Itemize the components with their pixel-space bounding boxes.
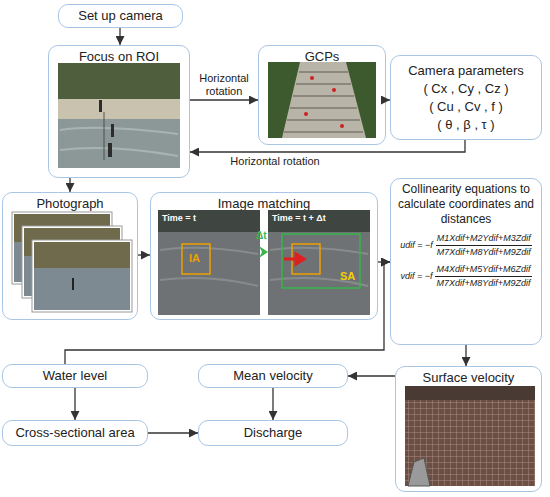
displacement-arrow [284,254,304,264]
photo-frame [158,210,260,315]
stair-edge [284,72,363,132]
process-box: Cross-sectional area [2,420,148,446]
flow-arrow [138,254,150,255]
node-title: Surface velocity [423,370,515,386]
photo-box: Image matching [150,192,378,320]
parameter-box: Camera parameters ( Cx , Cy , Cz ) ( Cu , … [390,55,542,140]
survey-pole [104,112,105,160]
gcp-marker [304,112,308,116]
photo-frame [58,63,180,168]
rock-bank [58,99,180,119]
photo-frame [22,226,122,298]
river-photo [58,63,180,168]
tree-band [34,242,130,268]
river-water [34,268,130,310]
search-area [282,234,360,288]
node-title: GCPs [305,49,340,65]
flow-arrow [386,99,390,100]
flow-arrow [148,432,198,433]
person-figure [111,124,114,137]
photo-frame [32,240,132,312]
equation-fraction: M1Xdif+M2Ydif+M3ZdifM7Xdif+M8Ydif+M9Zdif [436,233,532,258]
equation-numerator: M4Xdif+M5Ydif+M6Zdif [435,264,531,277]
matching-images [158,210,370,315]
photo-frame [268,62,376,138]
process-box: Set up camera [58,4,183,28]
velocity-field-image [405,386,535,486]
equation-denominator: M7Xdif+M8Ydif+M9Zdif [436,246,532,258]
node-title: Collinearity equations to calculate coor… [395,182,537,227]
parameter-text: ( θ , β , τ ) [437,117,494,133]
water-ripple [60,128,178,156]
parameter-text: ( Cx , Cy , Cz ) [423,81,508,97]
equation-box: Collinearity equations to calculate coor… [390,178,542,345]
flow-arrow [465,345,466,366]
process-box: Mean velocity [198,364,348,388]
flow-arrow [119,28,120,45]
node-title: Photograph [36,196,103,212]
stair-surface [282,62,366,138]
velocity-grid [405,386,535,486]
camera-mount [408,458,430,486]
flow-arrow [65,262,390,364]
node-title: Focus on ROI [79,49,159,65]
river-water [14,242,110,282]
equation-lhs: udif = −f [400,240,433,251]
node-title: Water level [43,368,108,384]
water-ripple [160,248,258,286]
person-figure [99,100,102,112]
flow-arrow [69,178,70,192]
river-water [24,256,120,296]
gcp-marker [340,124,344,128]
node-title: Set up camera [78,8,163,24]
gcp-marker [310,76,314,80]
bank-band [405,386,535,400]
photo-box: Surface velocity [395,366,542,492]
person-figure [72,278,74,290]
tree-band [58,63,180,99]
photo-stack [12,212,132,312]
photo-box: Focus on ROI [48,45,190,178]
equation-lhs: vdif = −f [400,271,432,282]
flow-arrow [190,140,465,152]
interrogation-area [182,244,210,274]
flow-arrow [348,375,395,376]
matched-area [292,244,320,274]
photo-box: GCPs [258,45,386,145]
equation-denominator: M7Xdif+M8Ydif+M9Zdif [435,277,531,289]
flow-arrow [74,388,75,420]
node-title: Cross-sectional area [15,425,134,441]
water-ripple [270,248,368,286]
edge-label: Horizontal rotation [200,155,350,168]
photo-frame [268,210,370,315]
tree-band [14,214,110,242]
gcp-marker [332,88,336,92]
equation-numerator: M1Xdif+M2Ydif+M3Zdif [436,233,532,246]
river-water [58,119,180,168]
node-title: Mean velocity [233,368,312,384]
tree-band [158,210,260,232]
time-step-chevron [259,246,268,258]
person-figure [108,143,112,157]
tree-band [24,228,120,256]
process-box: Discharge [198,420,348,446]
node-title: Image matching [218,196,311,212]
stairs-photo [268,62,376,138]
equation-fraction: M4Xdif+M5Ydif+M6ZdifM7Xdif+M8Ydif+M9Zdif [435,264,531,289]
photo-box: Photograph [2,192,138,320]
process-box: Water level [2,364,148,388]
flow-arrow [272,388,273,420]
equation-row: vdif = −fM4Xdif+M5Ydif+M6ZdifM7Xdif+M8Yd… [400,264,531,289]
parameter-text: ( Cu , Cv , f ) [429,99,503,115]
flow-arrow [378,261,390,262]
edge-label: Horizontal rotation [191,72,257,98]
photo-frame [12,212,112,284]
node-title: Camera parameters [408,63,524,79]
tree-band [268,210,370,232]
flow-arrow [190,99,258,100]
node-title: Discharge [244,425,303,441]
equation-row: udif = −fM1Xdif+M2Ydif+M3ZdifM7Xdif+M8Yd… [400,233,532,258]
